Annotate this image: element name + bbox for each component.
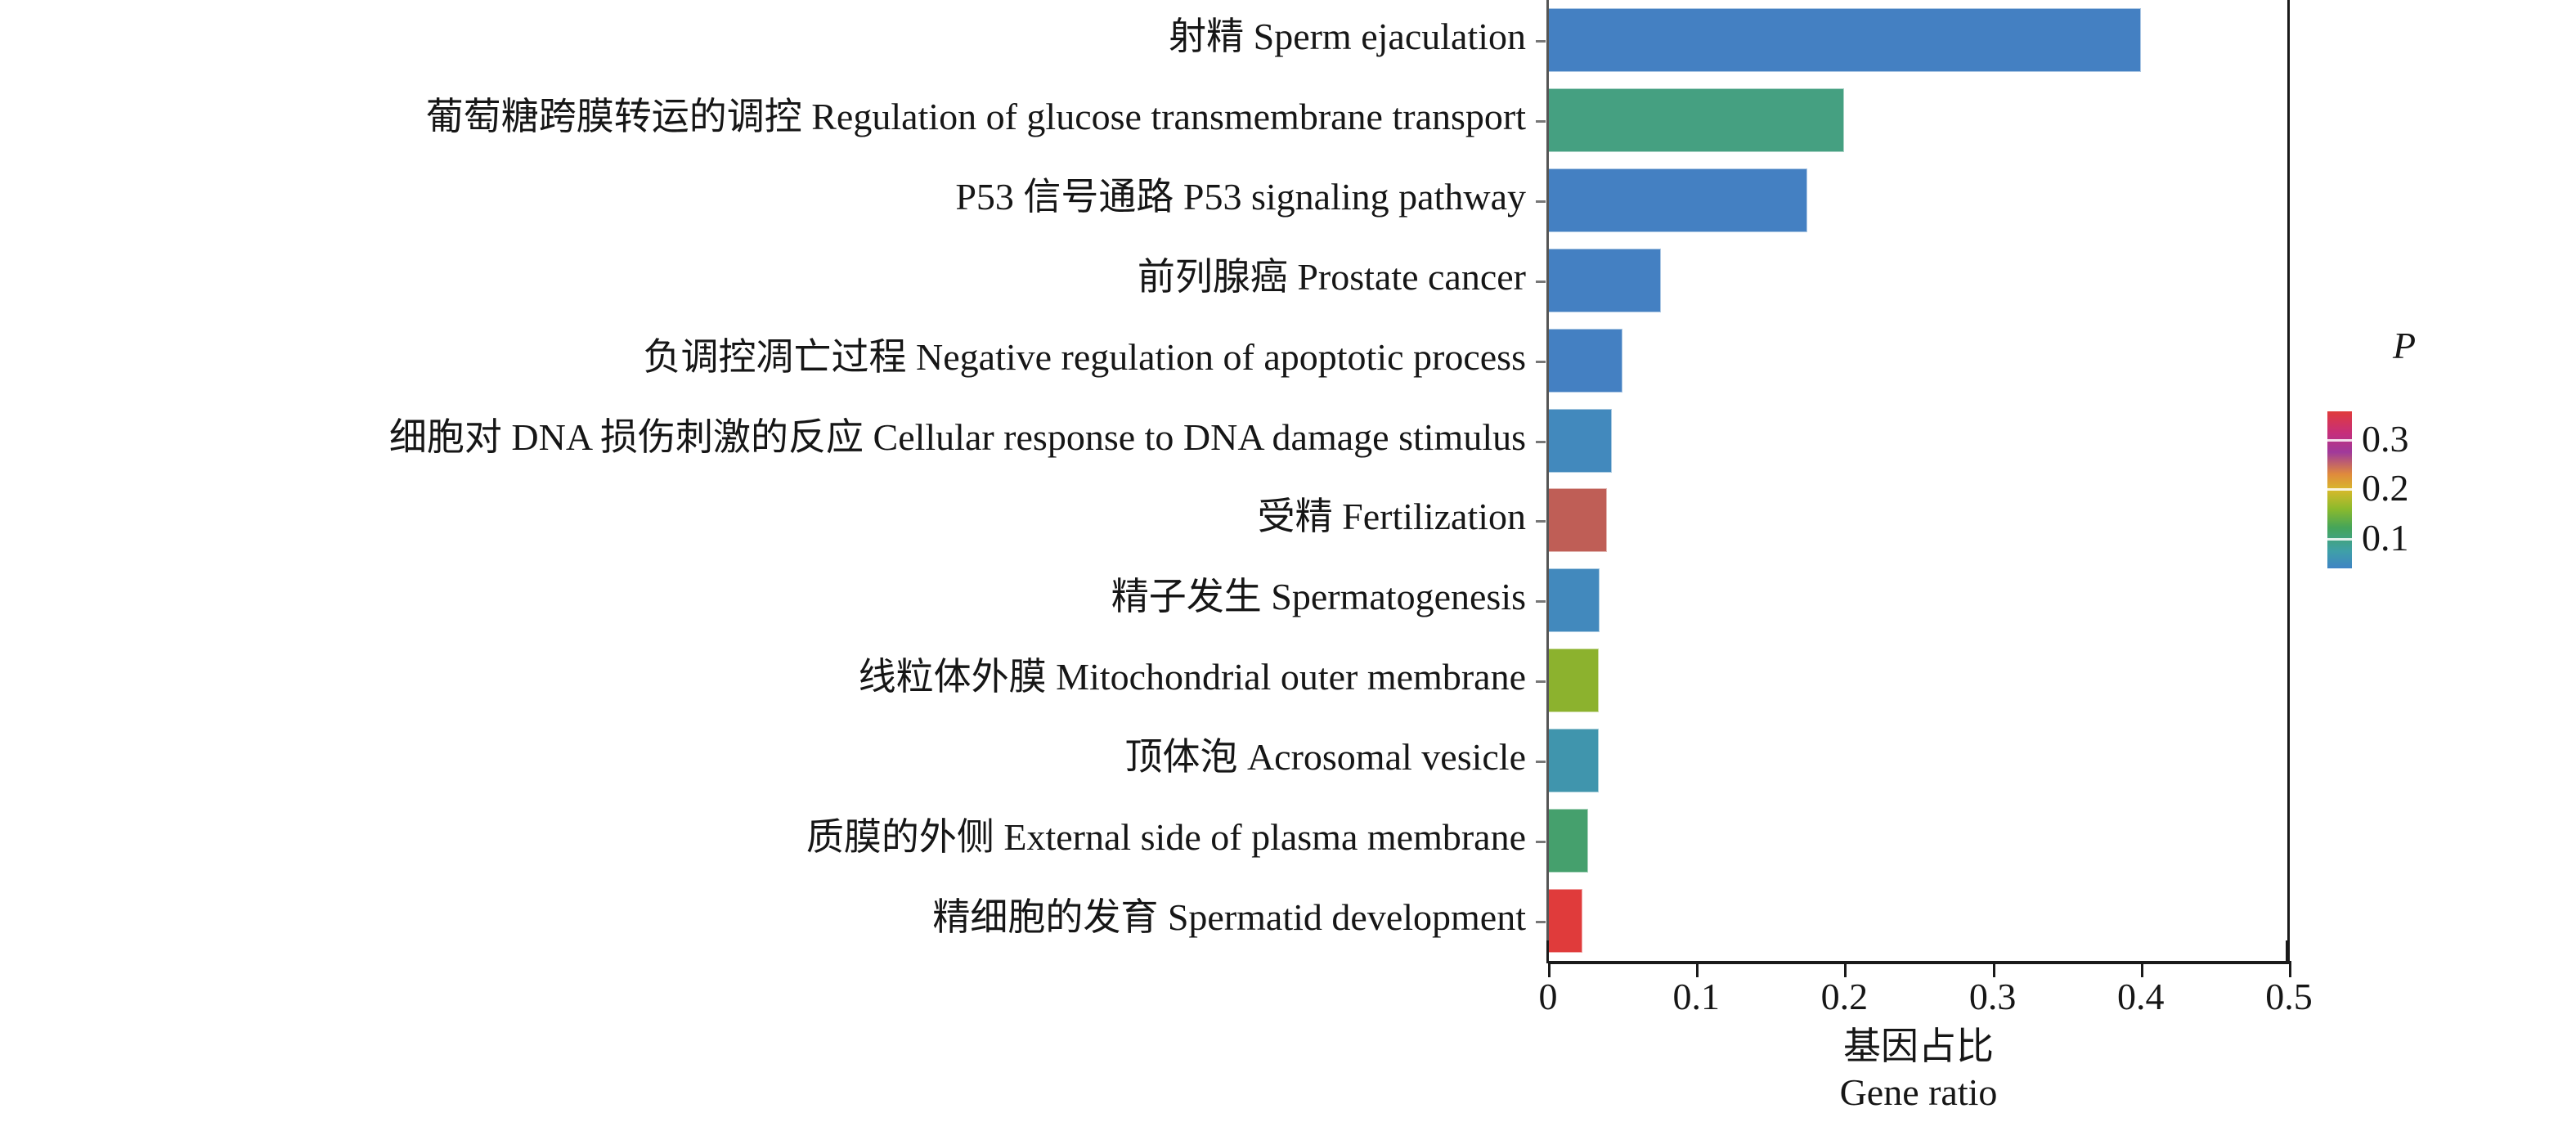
- y-axis-tick: [1536, 761, 1546, 764]
- colorbar-tick-label: 0.1: [2362, 517, 2409, 559]
- colorbar-title: P: [2393, 325, 2417, 366]
- category-label: 精细胞的发育 Spermatid development: [932, 896, 1526, 939]
- colorbar-tick-label: 0.3: [2362, 417, 2409, 460]
- x-axis-tick-label: 0.1: [1672, 976, 1720, 1017]
- bar: [1548, 168, 1808, 232]
- category-label: 射精 Sperm ejaculation: [1169, 15, 1526, 57]
- bar: [1548, 488, 1608, 553]
- x-axis-tick-label: 0.5: [2265, 976, 2313, 1017]
- y-axis-tick: [1536, 440, 1546, 443]
- x-axis-left-cap: [1546, 940, 1549, 963]
- x-axis-tick: [2289, 961, 2291, 977]
- bar: [1548, 7, 2141, 72]
- x-axis-tick-label: 0.2: [1820, 976, 1869, 1017]
- category-label: 前列腺癌 Prostate cancer: [1137, 255, 1526, 298]
- x-axis-tick-label: 0: [1538, 976, 1558, 1017]
- y-axis-spine: [1546, 0, 1549, 962]
- bar: [1548, 328, 1622, 393]
- colorbar-tick: [2327, 438, 2352, 442]
- x-axis-line: [1548, 961, 2289, 964]
- y-axis-tick: [1536, 200, 1546, 203]
- x-axis-tick-label: 0.4: [2117, 976, 2165, 1017]
- plot-right-border: [2287, 0, 2290, 962]
- bar: [1548, 809, 1588, 873]
- bar: [1548, 408, 1612, 473]
- category-label: 细胞对 DNA 损伤刺激的反应 Cellular response to DNA…: [388, 415, 1526, 458]
- bar: [1548, 88, 1845, 152]
- x-axis-tick: [2140, 961, 2143, 977]
- x-axis-tick-label: 0.3: [1968, 976, 2017, 1017]
- category-label: 精子发生 Spermatogenesis: [1111, 576, 1526, 618]
- x-axis-tick: [1992, 961, 1995, 977]
- y-axis-tick: [1536, 360, 1546, 363]
- x-axis-tick: [1696, 961, 1699, 977]
- plot-area: [1548, 0, 2289, 961]
- category-label: 顶体泡 Acrosomal vesicle: [1124, 736, 1526, 779]
- y-axis-tick: [1536, 119, 1546, 123]
- category-label: 负调控凋亡过程 Negative regulation of apoptotic…: [643, 335, 1526, 378]
- x-axis-right-cap: [2286, 940, 2288, 963]
- category-label: 受精 Fertilization: [1257, 496, 1526, 538]
- y-axis-tick: [1536, 600, 1546, 604]
- bar: [1548, 649, 1599, 713]
- bar: [1548, 889, 1582, 954]
- y-axis-tick: [1536, 39, 1546, 43]
- y-axis-tick: [1536, 680, 1546, 684]
- y-axis-tick: [1536, 841, 1546, 844]
- category-label: P53 信号通路 P53 signaling pathway: [955, 175, 1526, 218]
- bar: [1548, 568, 1600, 633]
- bar: [1548, 248, 1661, 312]
- category-label: 质膜的外侧 External side of plasma membrane: [806, 816, 1526, 859]
- x-axis-title-english: Gene ratio: [1839, 1071, 1998, 1113]
- colorbar-tick-label: 0.2: [2362, 467, 2409, 509]
- y-axis-tick: [1536, 921, 1546, 924]
- colorbar-tick: [2327, 538, 2352, 541]
- x-axis-tick: [1548, 961, 1551, 977]
- colorbar-tick: [2327, 488, 2352, 491]
- category-label: 葡萄糖跨膜转运的调控 Regulation of glucose transme…: [425, 95, 1526, 137]
- y-axis-tick: [1536, 520, 1546, 523]
- category-label: 线粒体外膜 Mitochondrial outer membrane: [858, 656, 1526, 698]
- x-axis-tick: [1844, 961, 1847, 977]
- bar: [1548, 729, 1599, 793]
- y-axis-tick: [1536, 280, 1546, 283]
- x-axis-title-chinese: 基因占比: [1843, 1026, 1994, 1067]
- category-axis-labels: 射精 Sperm ejaculation 葡萄糖跨膜转运的调控 Regulatio…: [388, 15, 1526, 939]
- colorbar-legend: P 0.3 0.2 0.1: [2322, 327, 2568, 589]
